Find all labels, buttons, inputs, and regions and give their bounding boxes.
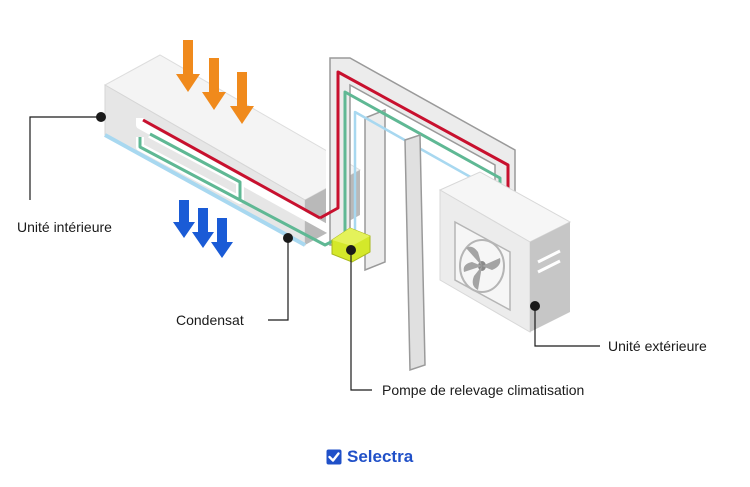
label-outdoor-unit: Unité extérieure: [608, 338, 707, 354]
refrigerant-line-hot: [319, 70, 510, 220]
callout-pump: [346, 245, 372, 391]
refrigerant-line-hot-indoor: [142, 118, 321, 220]
callout-condensate: [268, 233, 293, 321]
check-icon: [326, 449, 342, 465]
label-pump: Pompe de relevage climatisation: [382, 382, 585, 398]
callout-outdoor-unit: [530, 301, 600, 347]
label-indoor-unit: Unité intérieure: [17, 219, 112, 235]
hot-air-arrows: [176, 40, 254, 124]
callout-indoor-unit: [29, 112, 106, 200]
brand-logo: Selectra: [326, 447, 413, 467]
cold-air-arrows: [173, 200, 233, 258]
fan-icon: [454, 220, 511, 312]
label-condensate: Condensat: [176, 312, 244, 328]
drain-pipe: [404, 133, 426, 372]
brand-name: Selectra: [347, 447, 414, 466]
